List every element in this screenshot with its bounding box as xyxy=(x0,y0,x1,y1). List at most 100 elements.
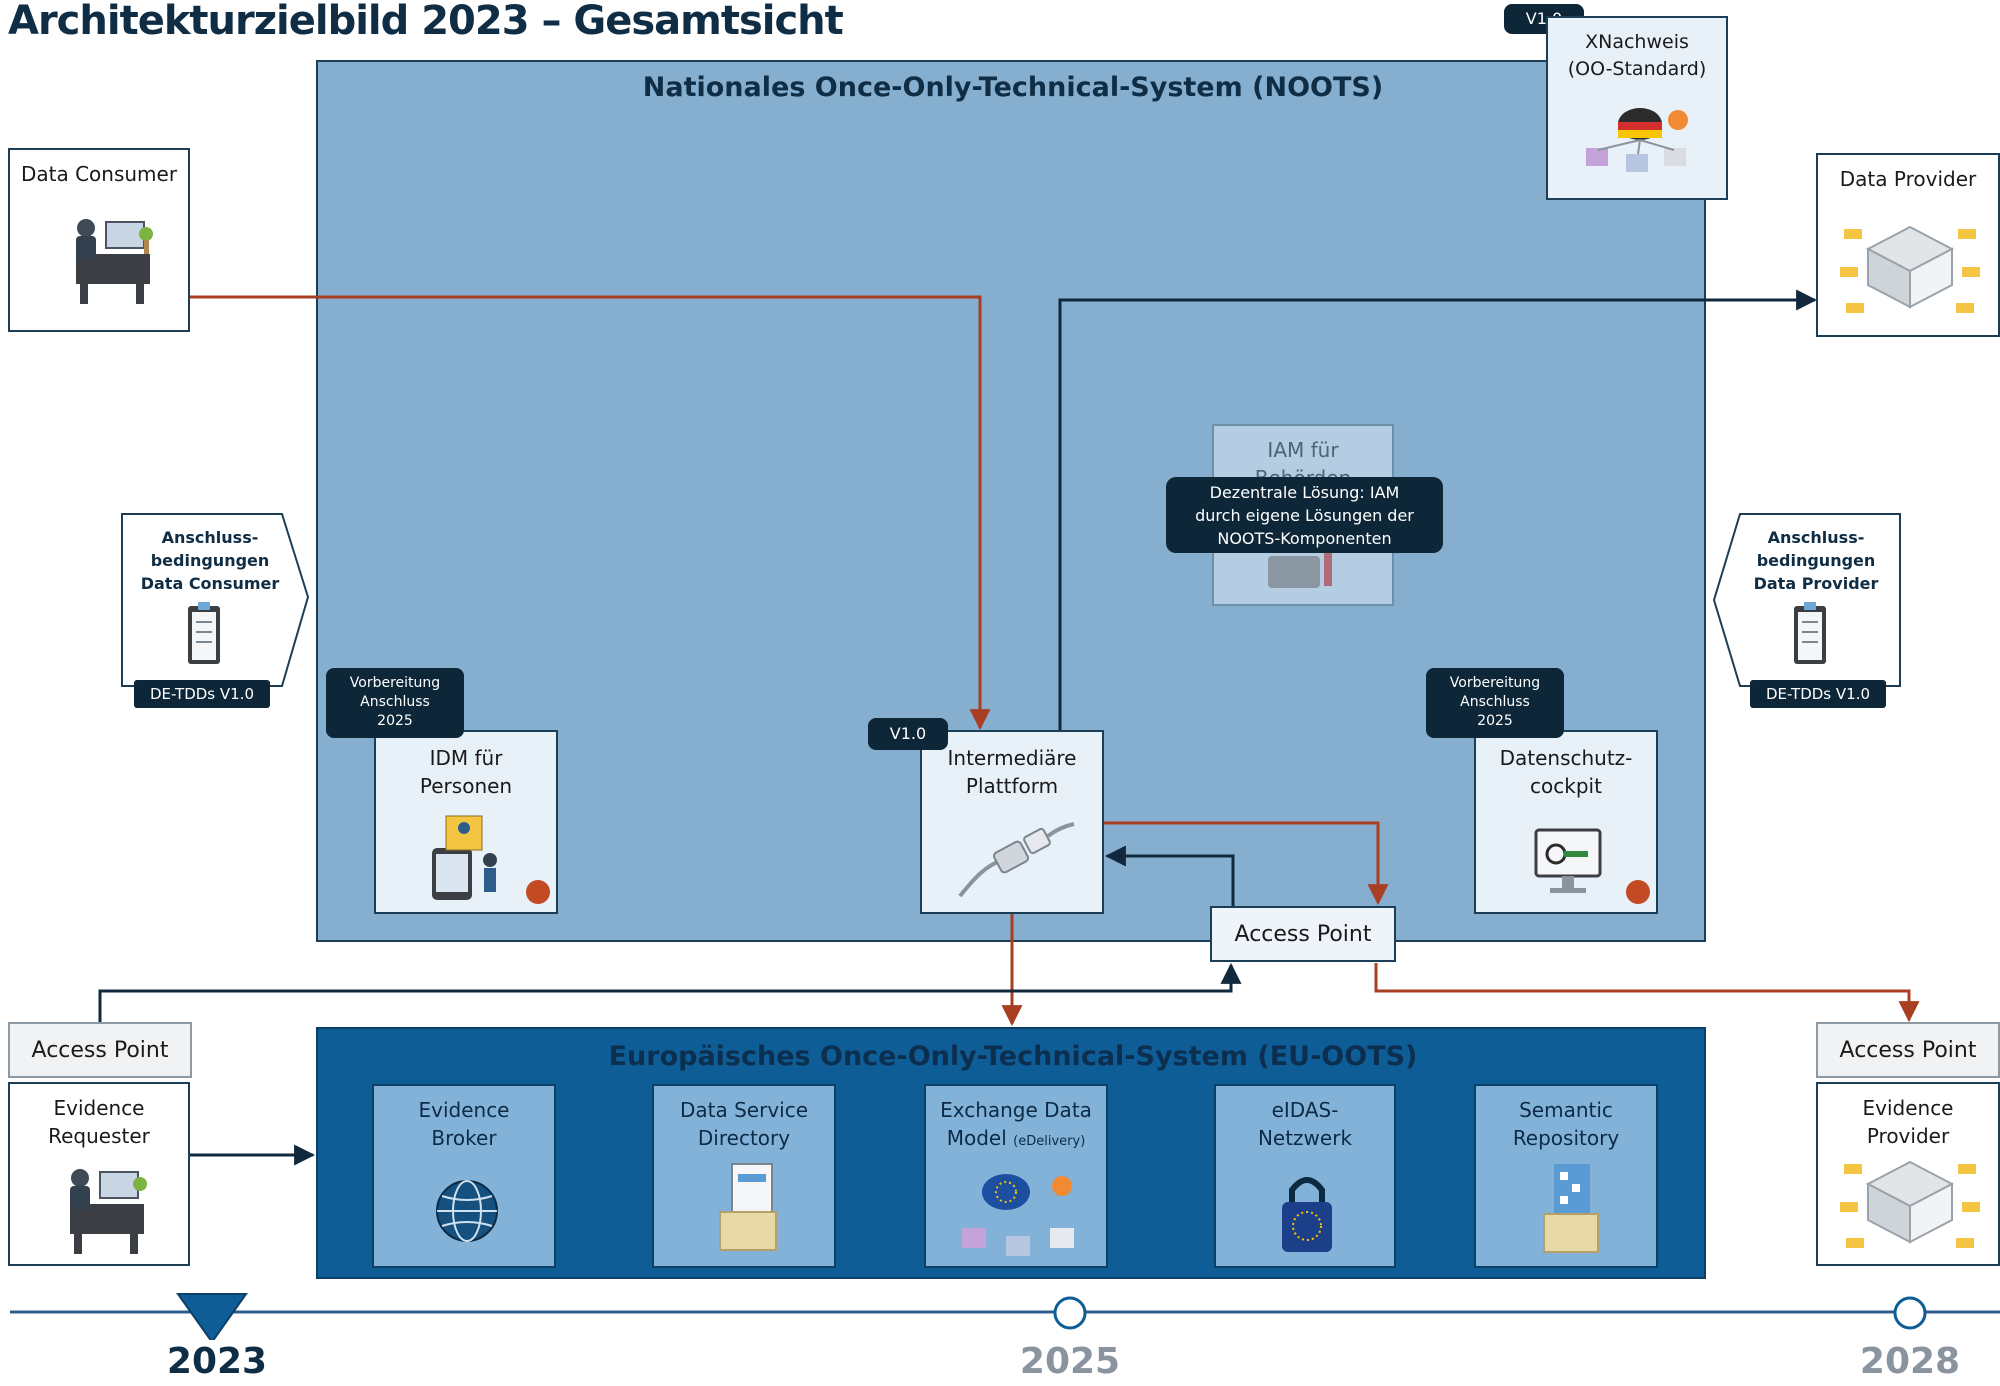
padlock-icon xyxy=(1282,1177,1332,1252)
conditions-consumer-label: Anschluss- bedingungen Data Consumer xyxy=(130,526,290,595)
idm-tag-line-3: 2025 xyxy=(377,713,413,729)
clipboard-icon xyxy=(188,602,220,664)
globe-network-icon xyxy=(436,1180,498,1242)
arrow-intermediary-to-access-point xyxy=(1103,821,1389,906)
data-service-directory-label-2: Directory xyxy=(697,1126,791,1150)
conditions-consumer-line-2: bedingungen xyxy=(150,551,270,570)
page-title: Architekturzielbild 2023 – Gesamtsicht xyxy=(8,0,844,44)
data-consumer-label: Data Consumer xyxy=(20,162,178,186)
privacy-cockpit-box[interactable]: Datenschutz- cockpit xyxy=(1474,730,1658,914)
intermediary-label-2: Plattform xyxy=(965,774,1059,798)
noots-title: Nationales Once-Only-Technical-System (N… xyxy=(642,72,1384,103)
data-provider-label: Data Provider xyxy=(1839,167,1977,191)
data-provider-box[interactable]: Data Provider xyxy=(1816,153,2000,337)
evidence-provider-label-2: Provider xyxy=(1866,1124,1950,1148)
eu-data-cloud-icon xyxy=(962,1174,1074,1256)
xnachweis-title: XNachweis xyxy=(1585,31,1689,53)
exchange-data-model-label-1: Exchange Data xyxy=(940,1098,1092,1122)
evidence-requester-label-2: Requester xyxy=(48,1124,150,1148)
iam-note-line-2: durch eigene Lösungen der xyxy=(1195,506,1414,525)
conditions-consumer-shape xyxy=(121,513,310,687)
iam-note-line-3: NOOTS-Komponenten xyxy=(1217,529,1392,548)
iam-label-1: IAM für xyxy=(1267,438,1339,462)
evidence-broker-label-1: Evidence xyxy=(418,1098,510,1122)
arrow-left-ap-to-access-point xyxy=(98,962,1242,1022)
status-dot xyxy=(526,880,550,904)
timeline-milestone-2025 xyxy=(1053,1296,1087,1330)
intermediary-version-tag: V1.0 xyxy=(868,718,948,750)
evidence-broker-box[interactable]: Evidence Broker xyxy=(372,1084,556,1268)
timeline-axis xyxy=(10,1293,2000,1340)
current-year-marker xyxy=(176,1293,248,1340)
noots-access-point[interactable]: Access Point xyxy=(1210,906,1396,962)
clipboard-icon xyxy=(1794,602,1826,664)
evidence-requester-box[interactable]: Evidence Requester xyxy=(8,1082,190,1266)
idm-label-1: IDM für xyxy=(429,746,503,770)
idm-tag-line-2: Anschluss xyxy=(360,694,430,710)
arrow-access-point-to-right-ap xyxy=(1374,963,1920,1023)
evidence-provider-box[interactable]: Evidence Provider xyxy=(1816,1082,2000,1266)
data-consumer-box[interactable]: Data Consumer xyxy=(8,148,190,332)
conditions-provider-line-1: Anschluss- xyxy=(1767,528,1865,547)
eu-oots-title: Europäisches Once-Only-Technical-System … xyxy=(608,1041,1418,1072)
data-service-directory-label-1: Data Service xyxy=(679,1098,809,1122)
semantic-repository-label-2: Repository xyxy=(1512,1126,1620,1150)
privacy-cockpit-label-2: cockpit xyxy=(1530,774,1602,798)
folder-data-icon xyxy=(1543,1164,1599,1253)
evidence-broker-label-2: Broker xyxy=(431,1126,497,1150)
privacy-tag-line-1: Vorbereitung xyxy=(1449,675,1541,691)
workstation-icon xyxy=(76,219,153,304)
data-cloud-icon xyxy=(1586,108,1688,172)
intermediary-box[interactable]: Intermediäre Plattform xyxy=(920,730,1104,914)
smartphone-identity-icon xyxy=(1268,534,1332,588)
conditions-consumer-tag: DE-TDDs V1.0 xyxy=(134,680,270,708)
idm-label-2: Personen xyxy=(419,774,513,798)
iam-note-line-1: Dezentrale Lösung: IAM xyxy=(1209,483,1400,502)
timeline-year-2028: 2028 xyxy=(1859,1341,1961,1382)
conditions-provider-tag: DE-TDDs V1.0 xyxy=(1750,680,1886,708)
conditions-provider-line-2: bedingungen xyxy=(1756,551,1876,570)
left-access-point[interactable]: Access Point xyxy=(8,1022,192,1078)
idm-box[interactable]: IDM für Personen xyxy=(374,730,558,914)
conditions-provider-line-3: Data Provider xyxy=(1753,574,1879,593)
exchange-data-model-box[interactable]: Exchange Data Model (eDelivery) xyxy=(924,1084,1108,1268)
data-service-directory-box[interactable]: Data Service Directory xyxy=(652,1084,836,1268)
monitor-key-icon xyxy=(1534,828,1602,893)
conditions-consumer-line-1: Anschluss- xyxy=(161,528,259,547)
intermediary-label-1: Intermediäre xyxy=(947,746,1077,770)
privacy-tag-line-3: 2025 xyxy=(1477,713,1513,729)
identity-verification-icon xyxy=(432,815,497,900)
timeline-year-2025: 2025 xyxy=(1019,1341,1121,1382)
arrow-access-point-to-intermediary xyxy=(1104,845,1235,907)
xnachweis-subtitle: (OO-Standard) xyxy=(1567,58,1707,80)
eidas-network-box[interactable]: eIDAS- Netzwerk xyxy=(1214,1084,1396,1268)
semantic-repository-label-1: Semantic xyxy=(1519,1098,1613,1122)
privacy-cockpit-tag: Vorbereitung Anschluss 2025 xyxy=(1426,668,1564,738)
idm-tag: Vorbereitung Anschluss 2025 xyxy=(326,668,464,738)
arrow-intermediary-to-provider xyxy=(1058,289,1818,730)
eidas-network-label-2: Netzwerk xyxy=(1257,1126,1353,1150)
eidas-network-label-1: eIDAS- xyxy=(1271,1098,1339,1122)
folder-document-icon xyxy=(719,1163,777,1251)
right-access-point[interactable]: Access Point xyxy=(1816,1022,2000,1078)
evidence-requester-label-1: Evidence xyxy=(53,1096,145,1120)
timeline-year-2023: 2023 xyxy=(166,1341,268,1382)
workstation-icon xyxy=(70,1169,147,1254)
conditions-provider-label: Anschluss- bedingungen Data Provider xyxy=(1736,526,1896,595)
timeline-milestone-2028 xyxy=(1893,1296,1927,1330)
xnachweis-box[interactable]: XNachweis (OO-Standard) xyxy=(1546,16,1728,200)
privacy-cockpit-label-1: Datenschutz- xyxy=(1499,746,1633,770)
arrow-consumer-to-intermediary xyxy=(190,295,991,731)
institution-building-icon xyxy=(1840,1160,1980,1248)
plug-connector-icon xyxy=(958,822,1075,898)
semantic-repository-box[interactable]: Semantic Repository xyxy=(1474,1084,1658,1268)
exchange-data-model-label-2-main: Model xyxy=(946,1126,1007,1150)
institution-building-icon xyxy=(1840,225,1980,313)
privacy-tag-line-2: Anschluss xyxy=(1460,694,1530,710)
conditions-consumer-line-3: Data Consumer xyxy=(140,574,280,593)
exchange-data-model-label-small: (eDelivery) xyxy=(1013,1134,1086,1149)
status-dot xyxy=(1626,880,1650,904)
exchange-data-model-label-2: Model (eDelivery) xyxy=(926,1124,1106,1156)
iam-note: Dezentrale Lösung: IAM durch eigene Lösu… xyxy=(1166,477,1443,553)
